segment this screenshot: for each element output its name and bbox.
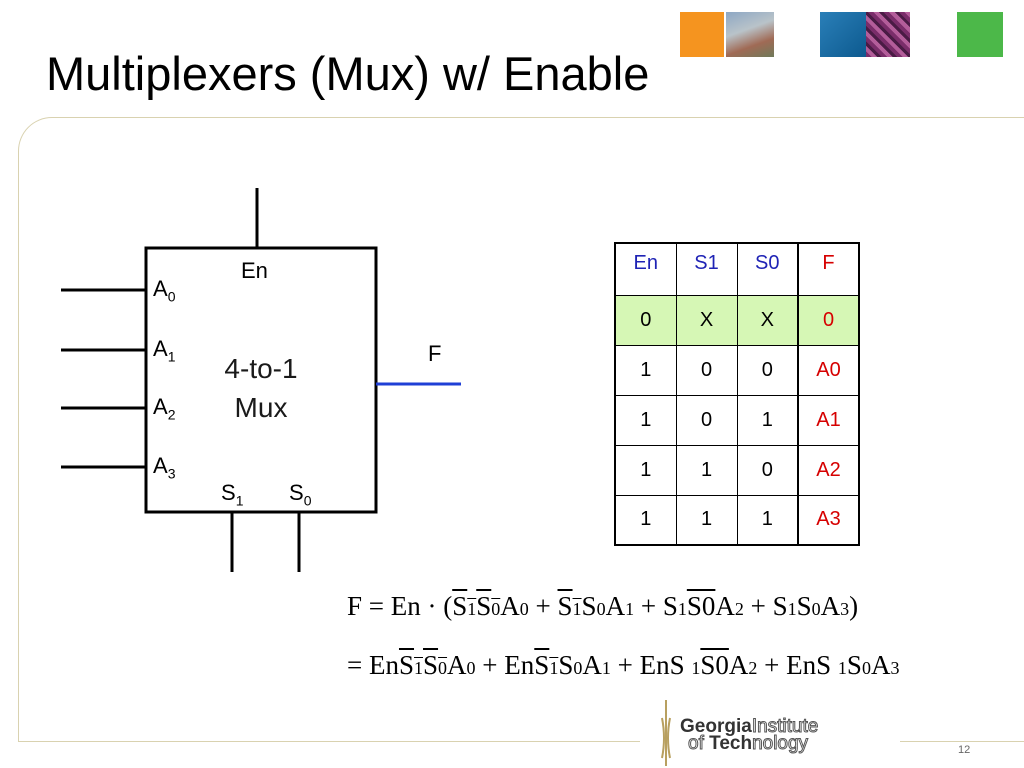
table-cell: X [736, 294, 799, 346]
circuit-photo-thumbnail [866, 12, 910, 57]
table-cell: 0 [675, 344, 738, 396]
table-cell: 1 [736, 494, 799, 546]
table-cell: 0 [675, 394, 738, 446]
campus-photo-thumbnail [726, 12, 774, 57]
table-row: 1 1 0 A2 [614, 444, 860, 496]
input-pin-a3: A3 [153, 453, 176, 482]
header-f: F [797, 242, 860, 296]
enable-pin-label: En [241, 258, 268, 283]
table-cell: A1 [797, 394, 860, 446]
table-cell: X [675, 294, 738, 346]
table-row: 0 X X 0 [614, 294, 860, 346]
table-cell: 0 [736, 444, 799, 496]
truth-table: En S1 S0 F 0 X X 0 1 0 0 A0 1 0 1 A1 1 1… [614, 242, 860, 546]
logo-line-2: of Technology [687, 733, 809, 755]
table-cell: A2 [797, 444, 860, 496]
header-en: En [614, 242, 677, 296]
select-pin-s0: S0 [289, 480, 312, 509]
slide-title: Multiplexers (Mux) w/ Enable [46, 47, 650, 100]
georgia-tech-logo [661, 700, 671, 766]
truth-table-header: En S1 S0 F [614, 242, 860, 296]
equation-line-1: F = En · (S1S0A0 + S1S0A1 + S1S0A2 + S1S… [347, 591, 859, 621]
table-cell: 1 [675, 444, 738, 496]
table-row: 1 1 1 A3 [614, 494, 860, 546]
header-s0: S0 [736, 242, 799, 296]
input-pin-a2: A2 [153, 394, 176, 423]
table-cell: 1 [614, 344, 677, 396]
page-number: 12 [958, 744, 971, 756]
logo-line-1: GeorgiaInstitute [680, 716, 819, 738]
equation-line-2: = EnS1S0A0 + EnS1S0A1 + EnS 1S0A2 + EnS … [347, 650, 900, 680]
table-cell: 1 [614, 394, 677, 446]
header-s1: S1 [675, 242, 738, 296]
orange-square-decoration [680, 12, 724, 57]
table-row: 1 0 0 A0 [614, 344, 860, 396]
table-row: 1 0 1 A1 [614, 394, 860, 446]
input-pin-a0: A0 [153, 276, 176, 305]
table-cell: 1 [614, 444, 677, 496]
blue-square-decoration [820, 12, 866, 57]
mux-box [144, 246, 378, 514]
table-cell: 1 [675, 494, 738, 546]
panel-mask [640, 720, 900, 768]
table-cell: 1 [736, 394, 799, 446]
table-cell: 0 [797, 294, 860, 346]
select-pin-s1: S1 [221, 480, 244, 509]
table-cell: 1 [614, 494, 677, 546]
output-pin-label: F [428, 341, 442, 366]
table-cell: A0 [797, 344, 860, 396]
table-cell: 0 [736, 344, 799, 396]
mux-name-line2: Mux [234, 392, 288, 423]
table-cell: A3 [797, 494, 860, 546]
mux-name-line1: 4-to-1 [224, 353, 298, 384]
table-cell: 0 [614, 294, 677, 346]
input-pin-a1: A1 [153, 336, 176, 365]
green-square-decoration [957, 12, 1003, 57]
